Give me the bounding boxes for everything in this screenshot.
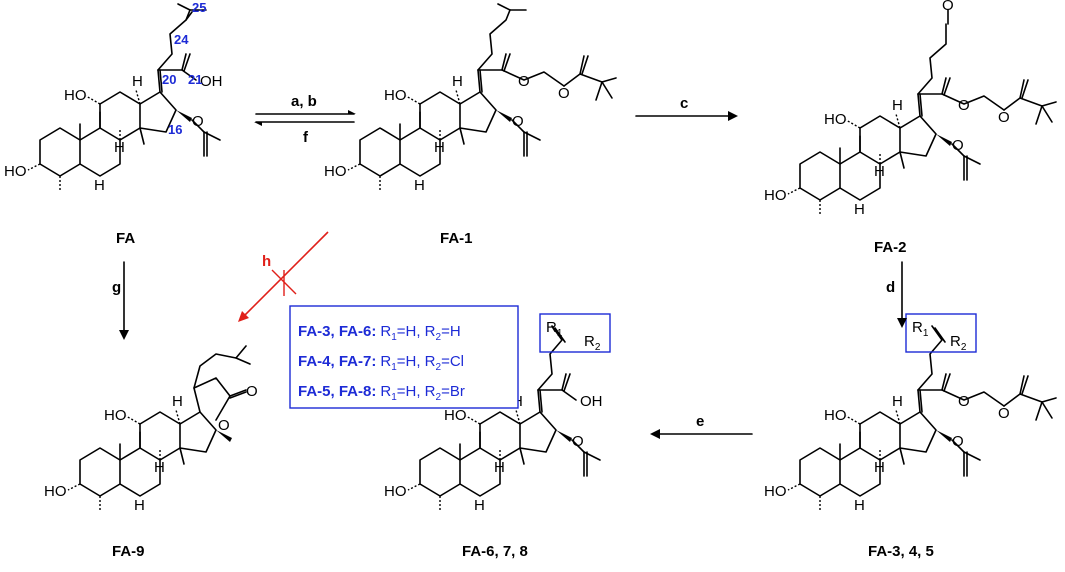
- atom-number-24: 24: [174, 32, 189, 47]
- legend-line-fa-5-fa-8: FA-5, FA-8:R1=H, R2=Br: [298, 383, 465, 403]
- atom-ho-11: HO: [64, 87, 87, 104]
- atom-h: H: [854, 201, 865, 218]
- atom-o: O: [952, 433, 964, 450]
- atom-o-ester: O: [192, 113, 204, 130]
- atom-o: O: [512, 113, 524, 130]
- atom-h: H: [892, 393, 903, 410]
- r1-group: R1: [912, 319, 929, 339]
- reagent-h: h: [262, 253, 271, 270]
- atom-number-20: 20: [162, 72, 176, 87]
- atom-h-9: H: [132, 73, 143, 90]
- atom-ho-3: HO: [44, 483, 67, 500]
- atom-h: H: [494, 459, 505, 476]
- atom-o-ring: O: [218, 417, 230, 434]
- atom-number-21: 21: [188, 72, 202, 87]
- atom-number-16: 16: [168, 122, 182, 137]
- arrow-h-blocked: [238, 231, 329, 322]
- arrow-d: [897, 261, 907, 328]
- atom-oh-acid: OH: [580, 393, 603, 410]
- atom-h-8: H: [114, 139, 125, 156]
- atom-h: H: [154, 459, 165, 476]
- legend-line-fa-4-fa-7: FA-4, FA-7:R1=H, R2=Cl: [298, 353, 464, 373]
- atom-o: O: [998, 405, 1010, 422]
- atom-h: H: [854, 497, 865, 514]
- atom-o: O: [572, 433, 584, 450]
- atom-ho-11: HO: [444, 407, 467, 424]
- arrow-e: [650, 429, 753, 439]
- atom-o: O: [952, 137, 964, 154]
- atom-h: H: [434, 139, 445, 156]
- arrow-c: [635, 111, 738, 121]
- label-fa-3-4-5: FA-3, 4, 5: [868, 543, 934, 560]
- reagent-g: g: [112, 279, 121, 296]
- atom-ho-3: HO: [384, 483, 407, 500]
- atom-o-aldehyde: O: [942, 0, 954, 14]
- atom-o: O: [958, 97, 970, 114]
- reagent-e: e: [696, 413, 704, 430]
- substituent-legend: FA-3, FA-6:R1=H, R2=H FA-4, FA-7:R1=H, R…: [289, 305, 519, 409]
- atom-h: H: [172, 393, 183, 410]
- label-fa-9: FA-9: [112, 543, 145, 560]
- r2-group: R2: [584, 333, 601, 353]
- arrow-equilibrium-ab-f: [254, 110, 356, 126]
- atom-ho-11: HO: [824, 111, 847, 128]
- atom-h: H: [414, 177, 425, 194]
- atom-ho-11: HO: [104, 407, 127, 424]
- label-fa-1: FA-1: [440, 230, 473, 247]
- r-group-box-fa-6-7-8: [539, 313, 611, 353]
- atom-ho-3: HO: [4, 163, 27, 180]
- reagent-ab: a, b: [291, 93, 317, 110]
- reagent-f: f: [303, 129, 309, 146]
- label-fa-2: FA-2: [874, 239, 907, 256]
- atom-h: H: [892, 97, 903, 114]
- atom-o: O: [958, 393, 970, 410]
- compound-fa-9: O O HO HO H H H: [44, 345, 258, 514]
- atom-h-5: H: [94, 177, 105, 194]
- label-fa-6-7-8: FA-6, 7, 8: [462, 543, 528, 560]
- r-group-box-fa-3-4-5: [905, 313, 977, 353]
- atom-number-25: 25: [192, 0, 206, 15]
- atom-ho-3: HO: [764, 483, 787, 500]
- atom-h: H: [874, 163, 885, 180]
- atom-h: H: [874, 459, 885, 476]
- atom-ho-11: HO: [824, 407, 847, 424]
- reagent-c: c: [680, 95, 688, 112]
- atom-ho-3: HO: [324, 163, 347, 180]
- atom-h: H: [474, 497, 485, 514]
- atom-h: H: [452, 73, 463, 90]
- label-fa: FA: [116, 230, 135, 247]
- atom-o: O: [558, 85, 570, 102]
- atom-o: O: [518, 73, 530, 90]
- atom-o-lactone: O: [246, 383, 258, 400]
- atom-oh-acid: OH: [200, 73, 223, 90]
- legend-line-fa-3-fa-6: FA-3, FA-6:R1=H, R2=H: [298, 323, 461, 343]
- atom-h: H: [134, 497, 145, 514]
- compound-fa: OH HO HO H H H O 25 24 20 21 16: [4, 0, 223, 194]
- compound-fa-2: O O O HO HO H H H O: [764, 0, 1057, 218]
- r1-group: R1: [546, 319, 563, 339]
- atom-o: O: [998, 109, 1010, 126]
- compound-fa-3-4-5: O O HO HO H H H O: [764, 325, 1057, 514]
- r2-group: R2: [950, 333, 967, 353]
- atom-ho-3: HO: [764, 187, 787, 204]
- arrow-g: [119, 261, 129, 340]
- compound-fa-1: O O HO HO H H H O: [324, 3, 617, 194]
- reagent-d: d: [886, 279, 895, 296]
- atom-ho-11: HO: [384, 87, 407, 104]
